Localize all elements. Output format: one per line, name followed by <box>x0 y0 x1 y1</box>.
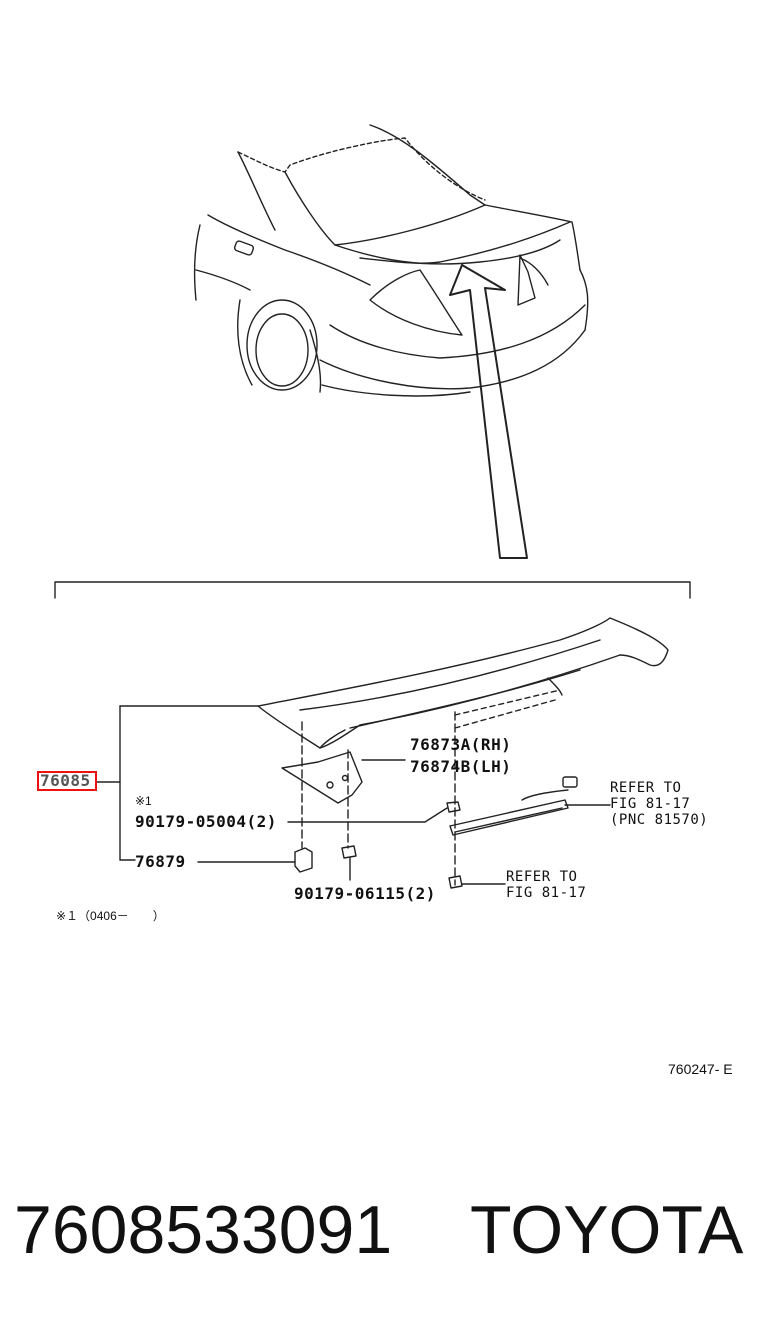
highlighted-part-number[interactable]: 76085 <box>37 771 97 791</box>
footer-part-number: 7608533091 <box>14 1192 393 1268</box>
bolt-part-label-1: 90179-05004(2) <box>135 812 277 831</box>
clip-part-label: 76879 <box>135 852 186 871</box>
rh-bracket-label: 76873A(RH) <box>410 735 512 754</box>
footer-brand: TOYOTA <box>470 1192 744 1268</box>
note-mark: ※1 <box>135 794 152 808</box>
car-illustration <box>193 124 589 559</box>
lh-bracket-label: 76874B(LH) <box>410 757 512 776</box>
refer-to-top-line1: REFER TO <box>610 780 682 796</box>
refer-to-bottom-line2: FIG 81-17 <box>506 885 587 901</box>
refer-to-top-line3: (PNC 81570) <box>610 812 709 828</box>
spoiler-illustration <box>257 617 669 749</box>
refer-to-bottom-line1: REFER TO <box>506 869 578 885</box>
refer-to-top-line2: FIG 81-17 <box>610 796 691 812</box>
footnote: ※１（0406－ ） <box>56 909 165 923</box>
bolt-part-label-2: 90179-06115(2) <box>294 884 436 903</box>
drawing-id: 760247- E <box>668 1061 733 1077</box>
